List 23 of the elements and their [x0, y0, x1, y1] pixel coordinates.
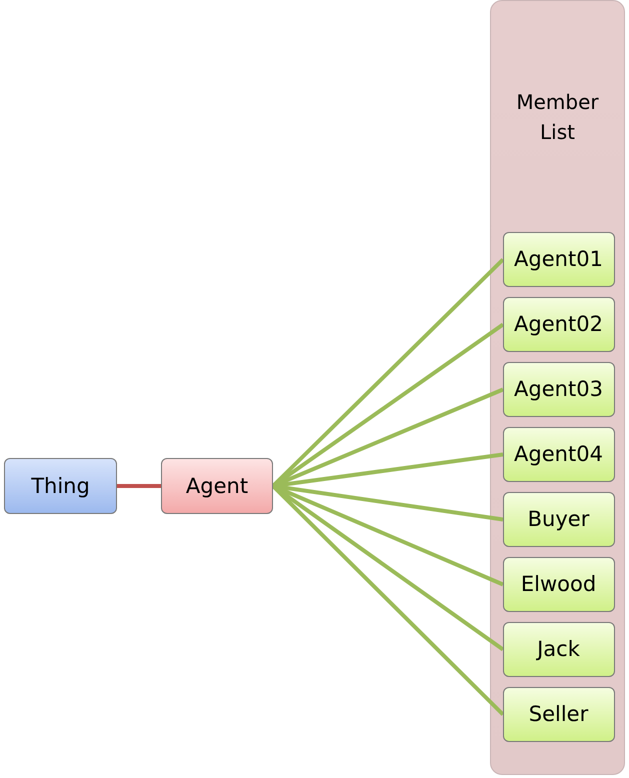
panel-title: Member List	[515, 89, 600, 146]
node-label: Agent	[186, 474, 248, 498]
class-box	[4, 458, 117, 514]
member-box	[502, 686, 614, 742]
member-box	[502, 622, 614, 676]
node-label: Thing	[31, 474, 90, 498]
connector-line	[117, 484, 161, 488]
node-label: Agent04	[514, 441, 603, 468]
member-box	[502, 492, 614, 546]
node-label: Buyer	[528, 506, 590, 533]
node-label: Seller	[528, 701, 588, 728]
node-label: Elwood	[520, 571, 596, 598]
member-list-panel	[490, 0, 625, 775]
member-box	[502, 426, 614, 482]
member-box	[502, 232, 614, 286]
member-box	[502, 556, 614, 612]
node-label: Agent03	[514, 376, 603, 403]
node-label: Agent01	[514, 246, 603, 273]
member-box	[502, 362, 614, 416]
class-box	[161, 458, 273, 514]
member-box	[502, 296, 614, 352]
node-label: Jack	[537, 636, 580, 663]
node-label: Agent02	[514, 311, 603, 338]
